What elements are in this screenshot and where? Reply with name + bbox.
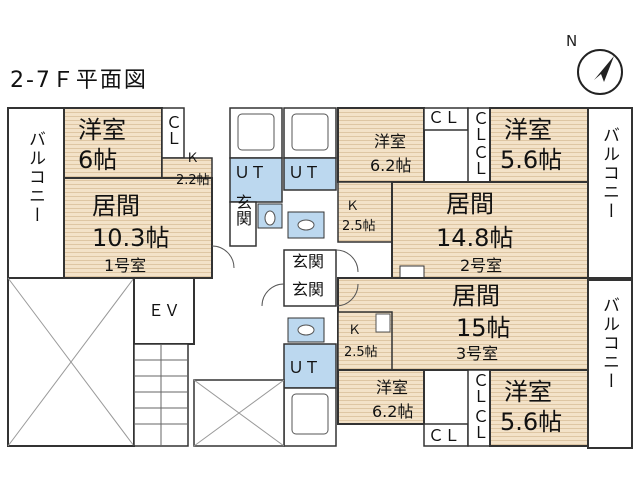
unit3-number: 3号室	[456, 344, 499, 363]
unit1-kitchen-label: Ｋ	[186, 151, 200, 166]
unit1-western-room	[63, 107, 163, 179]
balcony-right-top-label: バルコニー	[599, 126, 619, 221]
unit2-closet-b-label: ＣＬ	[470, 110, 489, 142]
unit3-utility	[283, 343, 337, 389]
unit3-western-b-name: 洋室	[504, 378, 552, 406]
unit3-living-size: 15帖	[456, 314, 511, 342]
unit3-western-a-size: 6.2帖	[372, 402, 414, 421]
unit1-western-size: 6帖	[78, 146, 118, 174]
unit2-closet-c-label: ＣＬ	[470, 144, 489, 176]
unit3-closet-a-label: ＣＬ	[428, 426, 461, 445]
balcony-right-bottom-label: バルコニー	[599, 296, 619, 391]
unit2-western-room-b	[489, 107, 589, 183]
unit3-kitchen-label: Ｋ	[348, 323, 362, 338]
unit2-closet-a-label: ＣＬ	[428, 108, 461, 127]
unit2-western-a-name: 洋室	[374, 132, 407, 151]
unit2-number: 2号室	[460, 256, 503, 275]
unit1-kitchen-size: 2.2帖	[176, 173, 210, 188]
unit3-bath	[283, 387, 337, 447]
unit1-ut-label: ＵＴ	[234, 163, 267, 182]
elevator-label: ＥＶ	[148, 301, 181, 320]
unit2-western-b-name: 洋室	[504, 116, 552, 144]
unit2-utility	[283, 157, 337, 191]
unit1-living-size: 10.3帖	[92, 224, 170, 252]
unit-entrance-middle	[283, 249, 337, 307]
unit1-utility	[229, 157, 283, 203]
unit3-kitchen-size: 2.5帖	[344, 345, 378, 360]
unit1-closet-label: ＣＬ	[163, 114, 182, 146]
unit3-entrance-label: 玄関	[292, 280, 325, 299]
balcony-left-label: バルコニー	[25, 130, 45, 225]
unit3-closet-b-label: ＣＬ	[470, 372, 489, 404]
unit3-western-b-size: 5.6帖	[500, 408, 563, 436]
unit2-living-size: 14.8帖	[436, 224, 514, 252]
north-compass-icon: N	[566, 32, 623, 95]
unit3-western-room-a	[337, 369, 425, 425]
compass-north-label: N	[566, 32, 577, 50]
unit1-entrance-label: 玄関	[233, 194, 252, 226]
balcony-right-top	[587, 107, 633, 279]
unit2-western-a-size: 6.2帖	[370, 156, 412, 175]
unit2-kitchen-label: Ｋ	[346, 199, 360, 214]
unit2-ut-label: ＵＴ	[288, 163, 321, 182]
unit2-kitchen-size: 2.5帖	[342, 219, 376, 234]
unit3-ut-label: ＵＴ	[288, 358, 321, 377]
unit2-living-name: 居間	[446, 190, 494, 218]
unit3-western-a-name: 洋室	[376, 378, 409, 397]
plan-title: 2-7Ｆ平面図	[10, 68, 148, 93]
unit1-western-name: 洋室	[78, 116, 126, 144]
unit2-western-b-size: 5.6帖	[500, 146, 563, 174]
unit1-entrance	[229, 201, 257, 247]
unit1-number: 1号室	[104, 256, 147, 275]
unit1-living-name: 居間	[92, 192, 140, 220]
unit2-entrance-label: 玄関	[292, 252, 325, 271]
unit3-living-name: 居間	[452, 282, 500, 310]
unit3-western-room-b	[489, 369, 589, 447]
unit3-closet-c-label: ＣＬ	[470, 408, 489, 440]
